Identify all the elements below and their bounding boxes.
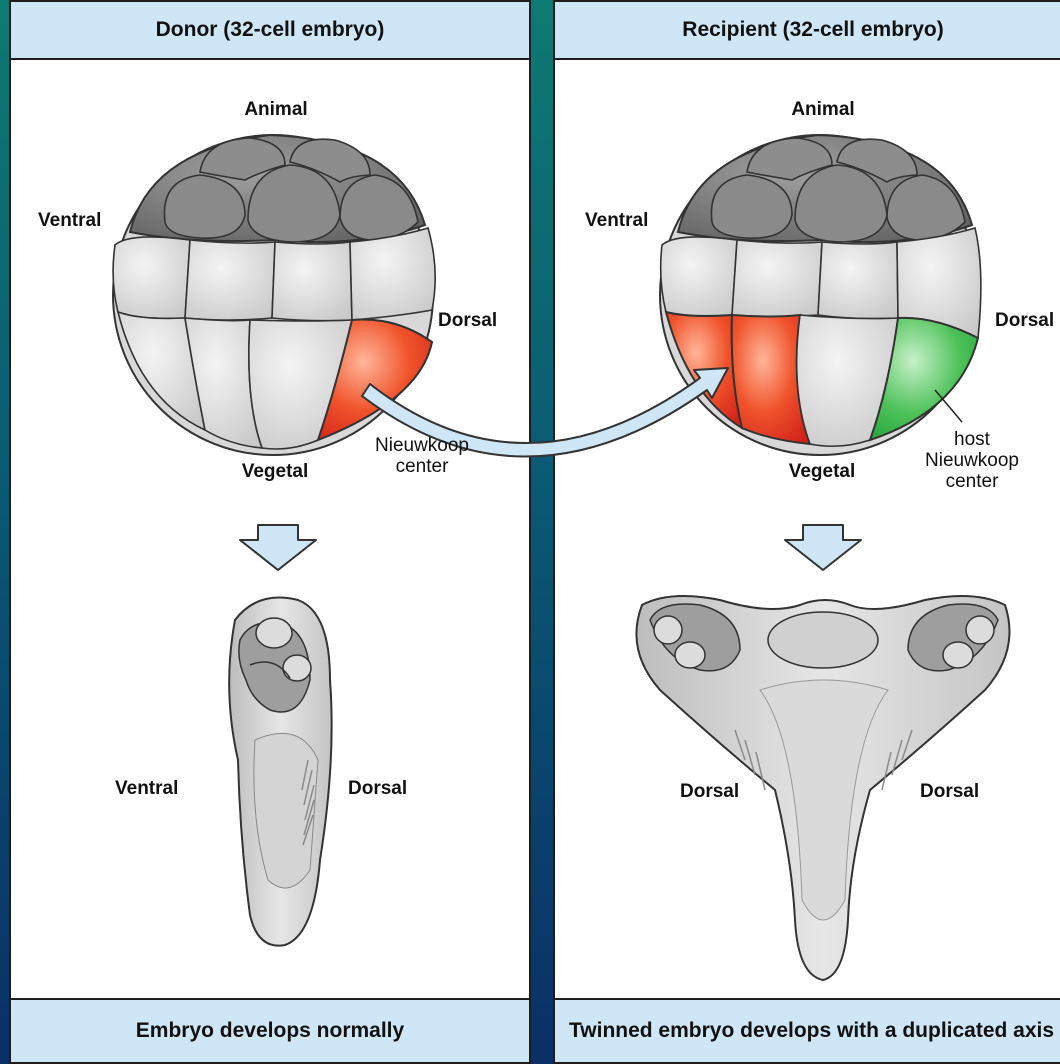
tadpole-dorsal-label: Dorsal: [348, 778, 407, 799]
donor-ventral-label: Ventral: [38, 210, 101, 231]
recipient-down-arrow: [785, 525, 861, 570]
host-label-line2: Nieuwkoop: [925, 450, 1019, 471]
host-label-line3: center: [946, 471, 999, 492]
normal-tadpole: [229, 598, 331, 946]
donor-dorsal-label: Dorsal: [438, 310, 497, 331]
donor-animal-label: Animal: [244, 99, 307, 120]
nieuwkoop-label-line2: center: [396, 456, 449, 477]
donor-down-arrow: [240, 525, 316, 570]
twin-dorsal-right-label: Dorsal: [920, 781, 979, 802]
recipient-animal-label: Animal: [791, 99, 854, 120]
nieuwkoop-label-line1: Nieuwkoop: [375, 435, 469, 456]
recipient-embryo: [660, 135, 981, 455]
recipient-dorsal-label: Dorsal: [995, 310, 1054, 331]
tadpole-ventral-label: Ventral: [115, 778, 178, 799]
donor-vegetal-label: Vegetal: [242, 461, 309, 482]
recipient-ventral-label: Ventral: [585, 210, 648, 231]
recipient-vegetal-label: Vegetal: [789, 461, 856, 482]
host-label-line1: host: [954, 429, 991, 450]
twin-dorsal-left-label: Dorsal: [680, 781, 739, 802]
